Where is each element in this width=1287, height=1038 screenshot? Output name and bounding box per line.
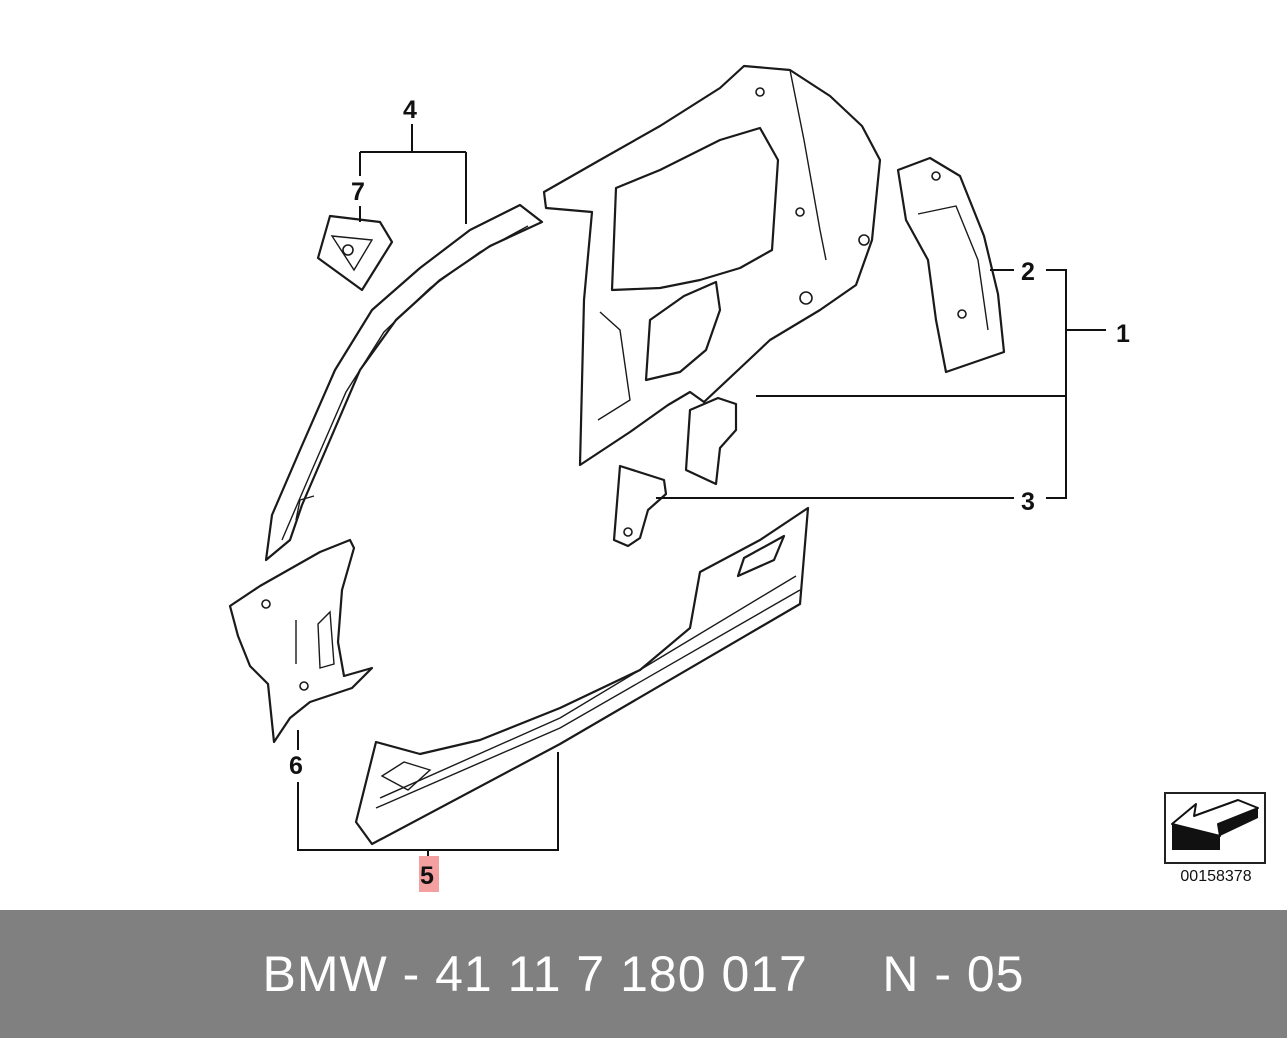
view-direction-arrow-icon	[1171, 799, 1259, 850]
callout-7[interactable]: 7	[351, 178, 365, 206]
part-3-reinforcement	[612, 464, 668, 548]
part-2-wheel-arch	[896, 156, 1006, 374]
footer-bar: BMW - 41 11 7 180 017 N - 05	[0, 910, 1287, 1038]
callout-5[interactable]: 5	[420, 862, 434, 890]
callout-4[interactable]: 4	[403, 96, 417, 124]
callout-3[interactable]: 3	[1021, 488, 1035, 516]
highlight-callout-5	[419, 856, 439, 892]
callout-2[interactable]: 2	[1021, 258, 1035, 286]
reference-number: 00158378	[1180, 868, 1252, 885]
part-3-rear-side-panel	[542, 64, 882, 486]
part-6-pillar-lower	[228, 538, 374, 744]
parts-diagram: 1 2 3 4 5 6 7	[228, 64, 1130, 892]
callout-1[interactable]: 1	[1116, 320, 1130, 348]
callout-6[interactable]: 6	[289, 752, 303, 780]
part-7-bracket	[316, 214, 394, 292]
part-4-pillar-rail	[264, 203, 544, 562]
part-number-caption: BMW - 41 11 7 180 017 N - 05	[262, 946, 1025, 1002]
part-5-side-sill	[354, 506, 810, 846]
view-direction-box	[1164, 792, 1266, 864]
